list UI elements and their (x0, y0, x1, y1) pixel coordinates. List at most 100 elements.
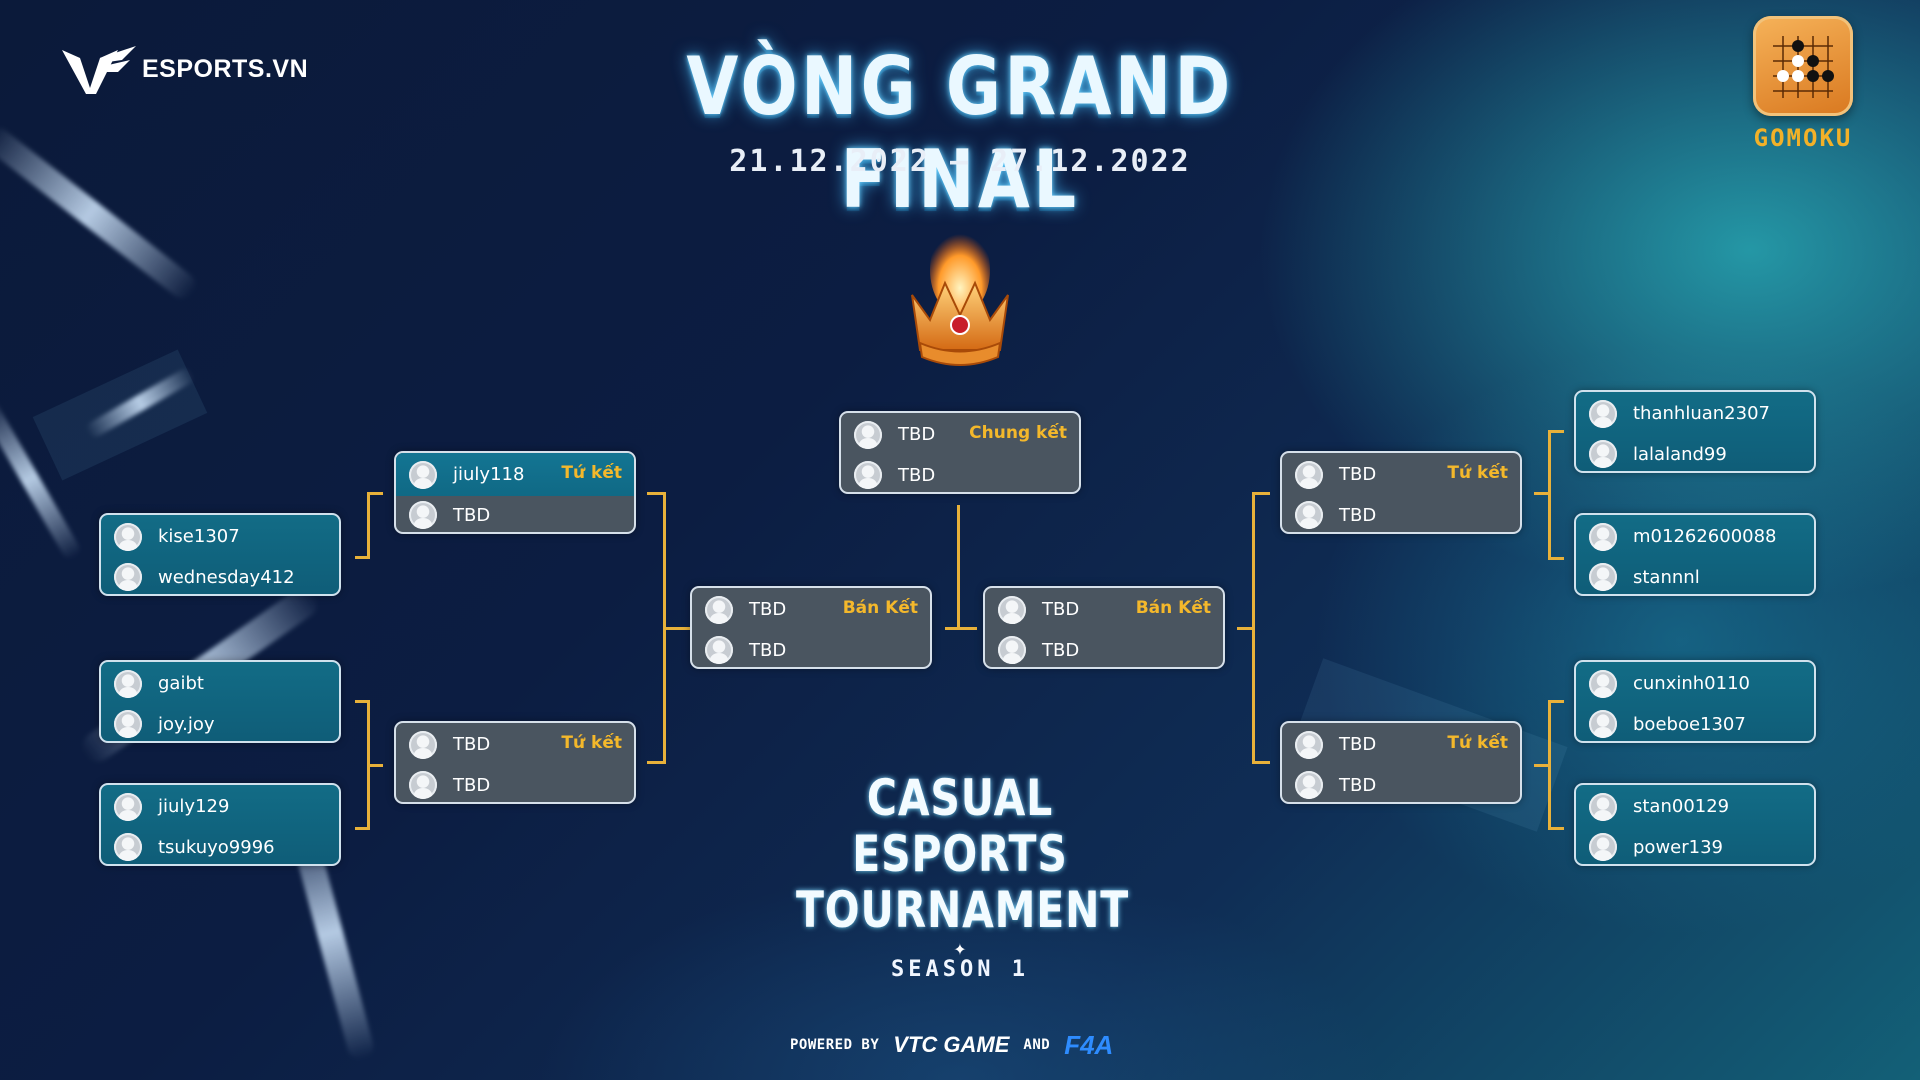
avatar-icon (1589, 399, 1617, 428)
avatar-icon (409, 730, 437, 759)
match-card-r16[interactable]: cunxinh0110 boeboe1307 (1574, 660, 1816, 743)
player-name: TBD (453, 734, 491, 755)
avatar-icon (114, 833, 142, 861)
avatar-icon (854, 461, 882, 489)
avatar-icon (1589, 669, 1617, 698)
sparkle-icon: ✦ (953, 940, 967, 959)
player-name: jiuly118 (453, 464, 525, 485)
bracket-connector (1252, 761, 1270, 764)
bracket-connector (1548, 700, 1564, 703)
avatar-icon (1589, 563, 1617, 591)
avatar-icon (1295, 501, 1323, 529)
bracket-connector (647, 492, 665, 495)
bracket-connector (367, 492, 383, 495)
match-card-r16[interactable]: thanhluan2307 lalaland99 (1574, 390, 1816, 473)
avatar-icon (854, 420, 882, 449)
stage-label: Bán Kết (1135, 598, 1211, 618)
player-name: power139 (1633, 836, 1723, 858)
bracket-connector (355, 556, 369, 559)
match-card-r16[interactable]: m01262600088 stannnl (1574, 513, 1816, 596)
f4a-logo: F4A (1064, 1029, 1114, 1060)
avatar-icon (114, 669, 142, 698)
logo-text: ESPORTS.VN (142, 54, 309, 83)
player-name: tsukuyo9996 (158, 836, 275, 858)
avatar-icon (1295, 730, 1323, 759)
bracket-connector (647, 761, 665, 764)
avatar-icon (705, 595, 733, 624)
avatar-icon (1589, 710, 1617, 738)
player-name: TBD (749, 639, 787, 661)
stage-label: Tứ kết (561, 463, 622, 483)
match-card-r16[interactable]: stan00129 power139 (1574, 783, 1816, 866)
player-name: stan00129 (1633, 796, 1730, 817)
gomoku-board-icon (1753, 16, 1853, 116)
player-name: TBD (1042, 599, 1080, 620)
bracket-connector (367, 764, 383, 767)
avatar-icon (1589, 792, 1617, 821)
gomoku-badge: GOMOKU (1748, 16, 1858, 152)
match-card-quarterfinal[interactable]: TBD Tứ kết TBD (394, 721, 636, 804)
background-streak (0, 122, 201, 304)
avatar-icon (705, 636, 733, 664)
player-name: cunxinh0110 (1633, 673, 1750, 694)
match-card-r16[interactable]: kise1307 wednesday412 (99, 513, 341, 596)
bracket-connector (1534, 492, 1550, 495)
player-name: TBD (1339, 464, 1377, 485)
stage-label: Tứ kết (561, 733, 622, 753)
stage-label: Tứ kết (1447, 463, 1508, 483)
bracket-connector (1548, 827, 1564, 830)
avatar-icon (409, 771, 437, 799)
stage-label: Chung kết (969, 423, 1067, 443)
stage-label: Bán Kết (842, 598, 918, 618)
player-name: TBD (453, 774, 491, 796)
bracket-connector (1237, 627, 1255, 630)
powered-by-label: POWERED BY (790, 1037, 880, 1053)
player-name: TBD (749, 599, 787, 620)
crown-icon (911, 225, 1009, 366)
avatar-icon (1295, 460, 1323, 489)
match-card-r16[interactable]: jiuly129 tsukuyo9996 (99, 783, 341, 866)
bracket-connector (957, 505, 960, 630)
date-range: 21.12.2022 – 27.12.2022 (729, 144, 1191, 179)
player-name: jiuly129 (158, 796, 230, 817)
avatar-icon (114, 522, 142, 551)
bracket-connector (945, 627, 977, 630)
avatar-icon (1589, 440, 1617, 468)
player-name: TBD (1339, 774, 1377, 796)
event-branding: CASUAL ESPORTS TOURNAMENT ✦ SEASON 1 (760, 770, 1160, 982)
bracket-connector (1548, 430, 1551, 560)
avatar-icon (1589, 522, 1617, 551)
avatar-icon (114, 792, 142, 821)
bracket-connector (1548, 430, 1564, 433)
match-card-quarterfinal[interactable]: TBD Tứ kết TBD (1280, 721, 1522, 804)
bracket-connector (367, 492, 370, 559)
avatar-icon (1295, 771, 1323, 799)
avatar-icon (114, 563, 142, 591)
sponsor-footer: POWERED BY VTC GAME AND F4A (790, 1030, 1130, 1060)
match-card-semifinal-left[interactable]: TBD Bán Kết TBD (690, 586, 932, 669)
match-card-r16[interactable]: gaibt joy.joy (99, 660, 341, 743)
avatar-icon (409, 460, 437, 489)
player-name: stannnl (1633, 566, 1700, 588)
esports-vn-logo: ESPORTS.VN (60, 44, 308, 94)
player-name: joy.joy (158, 713, 215, 735)
event-title-line1: CASUAL ESPORTS (852, 769, 1068, 883)
player-name: TBD (1339, 734, 1377, 755)
player-name: wednesday412 (158, 566, 295, 588)
avatar-icon (1589, 833, 1617, 861)
bracket-connector (355, 700, 369, 703)
bracket-connector (1548, 557, 1564, 560)
player-name: m01262600088 (1633, 526, 1777, 547)
avatar-icon (114, 710, 142, 738)
esports-vn-mark-icon (62, 46, 136, 94)
game-label: GOMOKU (1753, 124, 1853, 152)
event-title-line2: TOURNAMENT (796, 881, 1130, 939)
bracket-connector (1534, 764, 1550, 767)
avatar-icon (998, 636, 1026, 664)
stage-label: Tứ kết (1447, 733, 1508, 753)
player-name: TBD (1339, 504, 1377, 526)
match-card-quarterfinal[interactable]: TBD Tứ kết TBD (1280, 451, 1522, 534)
